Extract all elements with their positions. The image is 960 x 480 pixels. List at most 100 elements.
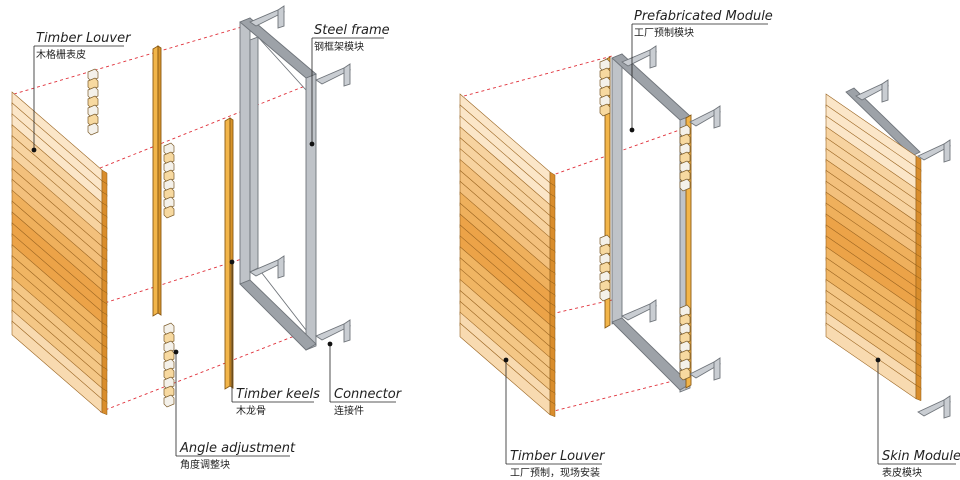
adjustment-block <box>679 133 691 147</box>
adjustment-block <box>87 104 99 118</box>
timber-louver-panel-left <box>11 91 108 416</box>
prefab-bracket-4 <box>689 357 722 381</box>
leader-dot-icon <box>875 357 881 363</box>
connector-bracket-1 <box>249 5 286 29</box>
adjustment-block <box>679 169 691 183</box>
louver-slat-edge <box>915 384 922 402</box>
label-timber-keels-zh: 木龙骨 <box>236 404 266 417</box>
label-steel-frame-en: Steel frame <box>314 23 390 38</box>
adjustment-block <box>679 331 691 345</box>
adjustment-block <box>599 243 611 257</box>
prefab-blocks-lower-right <box>679 304 691 381</box>
adjustment-block <box>679 304 691 318</box>
skin-module-frame-top <box>845 79 952 419</box>
label-connector: Connector 连接件 <box>327 341 403 417</box>
adjustment-block <box>163 340 175 354</box>
angle-adjustment-blocks-bottom <box>163 322 175 408</box>
leader-dot-icon <box>31 147 37 153</box>
connector-bracket-3 <box>249 255 286 279</box>
timber-keel-upper <box>152 45 162 317</box>
prefab-blocks-upper-left <box>599 58 611 117</box>
adjustment-block <box>87 68 99 82</box>
adjustment-block <box>163 331 175 345</box>
skin-module-louver <box>825 93 922 402</box>
label-angle-adjustment-en: Angle adjustment <box>179 441 296 456</box>
connector-bracket-4 <box>315 319 352 343</box>
exploded-assembly <box>11 5 352 416</box>
leader-dot-icon <box>327 341 333 347</box>
leader-dot-icon <box>503 357 509 363</box>
label-timber-keels: Timber keels 木龙骨 <box>229 259 320 417</box>
label-angle-adjustment-zh: 角度调整块 <box>180 458 230 471</box>
label-connector-zh: 连接件 <box>334 404 364 417</box>
adjustment-block <box>599 94 611 108</box>
adjustment-block <box>599 67 611 81</box>
label-skin-module-en: Skin Module <box>882 449 960 464</box>
timber-louver-panel-middle <box>459 93 556 418</box>
adjustment-block <box>679 367 691 381</box>
projection-guides <box>13 25 316 413</box>
prefab-blocks-lower-left <box>599 234 611 302</box>
label-steel-frame-zh: 钢框架模块 <box>314 40 364 53</box>
adjustment-block <box>163 394 175 408</box>
angle-adjustment-blocks-middle <box>163 142 175 219</box>
prefab-bracket-2 <box>689 105 722 129</box>
adjustment-block <box>679 151 691 165</box>
adjustment-block <box>679 358 691 372</box>
adjustment-block <box>163 169 175 183</box>
adjustment-block <box>599 288 611 302</box>
label-timber-keels-en: Timber keels <box>236 387 320 402</box>
adjustment-block <box>87 77 99 91</box>
adjustment-block <box>679 142 691 156</box>
skin-module-assembly <box>825 79 952 419</box>
adjustment-block <box>599 234 611 248</box>
adjustment-block <box>679 349 691 363</box>
adjustment-block <box>87 95 99 109</box>
label-angle-adjustment: Angle adjustment 角度调整块 <box>173 349 296 471</box>
adjustment-block <box>599 252 611 266</box>
adjustment-block <box>163 367 175 381</box>
adjustment-block <box>87 113 99 127</box>
adjustment-block <box>599 261 611 275</box>
label-prefabricated-module: Prefabricated Module 工厂预制模块 <box>629 9 773 133</box>
adjustment-block <box>87 86 99 100</box>
angle-adjustment-blocks-top <box>87 68 99 136</box>
adjustment-block <box>163 349 175 363</box>
label-skin-module-zh: 表皮模块 <box>882 466 922 479</box>
adjustment-block <box>599 76 611 90</box>
label-timber-louver-mid-zh: 工厂预制，现场安装 <box>510 466 600 479</box>
label-timber-louver-mid-en: Timber Louver <box>510 449 606 464</box>
label-connector-en: Connector <box>334 387 403 402</box>
leader-dot-icon <box>173 349 179 355</box>
adjustment-block <box>679 178 691 192</box>
adjustment-block <box>679 313 691 327</box>
louver-slat-edge <box>549 400 556 418</box>
label-prefabricated-module-en: Prefabricated Module <box>634 9 773 24</box>
adjustment-block <box>163 196 175 210</box>
prefabricated-assembly <box>459 45 722 418</box>
louver-slat-edge <box>101 398 108 416</box>
leader-dot-icon <box>229 259 235 265</box>
adjustment-block <box>163 385 175 399</box>
adjustment-block <box>163 187 175 201</box>
connector-bracket-2 <box>315 63 352 87</box>
adjustment-block <box>163 358 175 372</box>
adjustment-block <box>679 124 691 138</box>
adjustment-block <box>679 322 691 336</box>
label-timber-louver-left-en: Timber Louver <box>36 31 132 46</box>
adjustment-block <box>163 376 175 390</box>
adjustment-block <box>87 122 99 136</box>
adjustment-block <box>679 340 691 354</box>
label-timber-louver-left: Timber Louver 木格栅表皮 <box>31 31 132 153</box>
label-skin-module: Skin Module 表皮模块 <box>875 357 960 479</box>
adjustment-block <box>599 85 611 99</box>
label-prefabricated-module-zh: 工厂预制模块 <box>634 26 694 39</box>
prefab-bracket-3 <box>621 299 658 323</box>
label-timber-louver-mid: Timber Louver 工厂预制，现场安装 <box>503 357 606 479</box>
adjustment-block <box>163 160 175 174</box>
adjustment-block <box>163 178 175 192</box>
label-steel-frame: Steel frame 钢框架模块 <box>309 23 390 147</box>
adjustment-block <box>679 160 691 174</box>
adjustment-block <box>599 58 611 72</box>
